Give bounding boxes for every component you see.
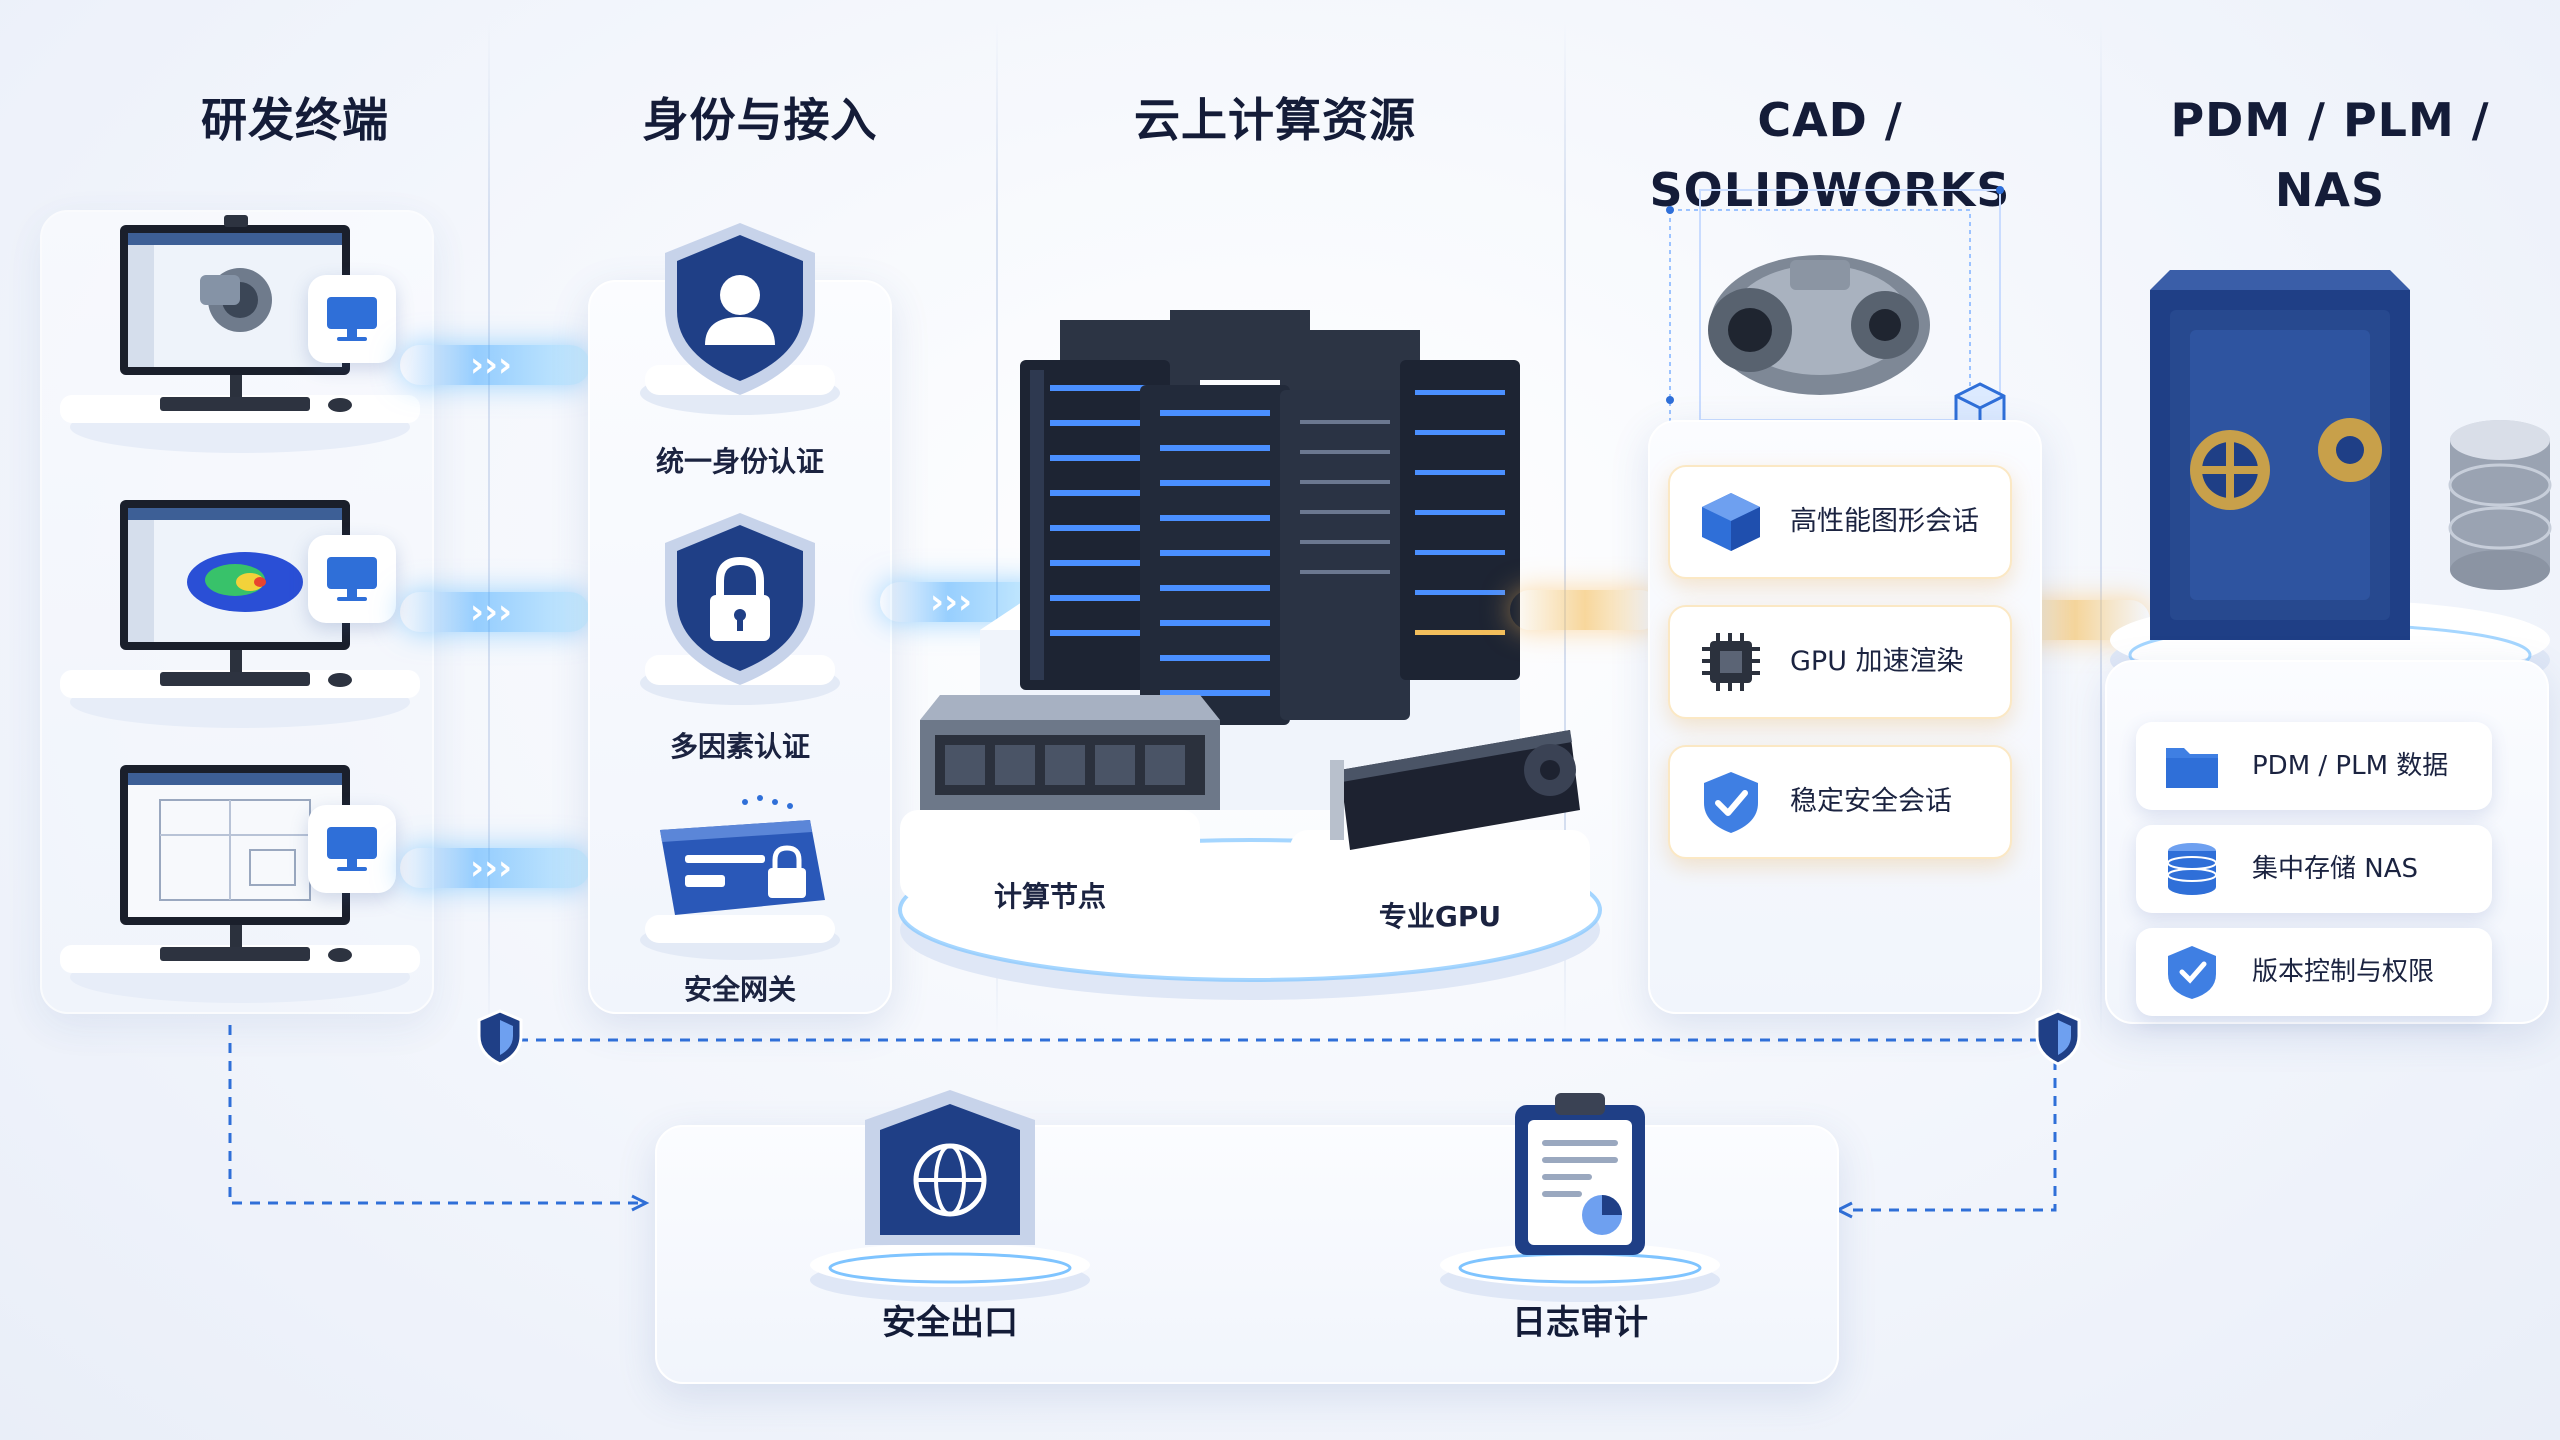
column-title-access: 身份与接入 [642, 93, 878, 147]
flow-compute-to-cad [1510, 590, 1660, 630]
lock-shield-icon [640, 513, 840, 705]
compute-node-label: 计算节点 [993, 880, 1106, 913]
workstation-2-graphic [60, 500, 420, 728]
folder-icon [2166, 748, 2218, 788]
terminal-workstation-3[interactable] [50, 755, 440, 1005]
workstation-1-graphic [60, 215, 420, 453]
data-item-nas-label: 集中存储 NAS [2252, 854, 2419, 884]
cad-model-viewer[interactable] [1640, 180, 2020, 460]
security-gateway-item[interactable]: 安全网关 [600, 790, 880, 1020]
cube-icon [1702, 493, 1760, 551]
monitor-icon [327, 557, 377, 601]
mfa-label: 多因素认证 [669, 730, 810, 763]
identity-auth-item[interactable]: 统一身份认证 [600, 215, 880, 485]
compute-cluster[interactable]: 计算节点 专业GPU [860, 290, 1640, 1010]
gpu-label: 专业GPU [1378, 900, 1502, 933]
data-item-version-control-label: 版本控制与权限 [2252, 957, 2435, 987]
shield-marker-icon [477, 1009, 523, 1066]
column-separator-4 [2100, 20, 2102, 1040]
data-item-pdm-plm[interactable]: PDM / PLM 数据 [2136, 722, 2492, 810]
globe-shield-icon [810, 1090, 1090, 1302]
terminal-3-monitor-tile [308, 805, 396, 893]
secure-egress-item[interactable]: 安全出口 [790, 1080, 1110, 1370]
log-audit-label: 日志审计 [1512, 1303, 1648, 1343]
terminal-workstation-2[interactable] [50, 490, 440, 730]
feature-graphics-session-label: 高性能图形会话 [1790, 506, 1979, 537]
check-shield-icon [1704, 772, 1758, 833]
secure-egress-label: 安全出口 [882, 1303, 1018, 1343]
terminal-2-monitor-tile [308, 535, 396, 623]
chevron-right-icon: ››› [930, 582, 973, 622]
gateway-lock-icon [640, 795, 840, 960]
shield-marker-icon [2035, 1009, 2081, 1066]
feature-gpu-render[interactable]: GPU 加速渲染 [1668, 605, 2012, 719]
chevron-right-icon: ››› [470, 848, 513, 888]
monitor-icon [327, 827, 377, 871]
terminal-workstation-1[interactable] [50, 215, 440, 455]
flow-terminal-2-to-mfa [400, 592, 590, 632]
terminal-1-monitor-tile [308, 275, 396, 363]
security-gateway-label: 安全网关 [683, 973, 796, 1006]
mfa-item[interactable]: 多因素认证 [600, 505, 880, 770]
database-icon [2167, 843, 2217, 895]
column-title-data: PDM / PLM / NAS [2170, 93, 2490, 217]
chip-icon [1702, 633, 1760, 691]
feature-gpu-render-label: GPU 加速渲染 [1790, 646, 1964, 677]
data-item-nas[interactable]: 集中存储 NAS [2136, 825, 2492, 913]
monitor-icon [327, 297, 377, 341]
column-separator-3 [1564, 20, 1566, 1040]
column-separator-2 [996, 20, 998, 1040]
identity-auth-label: 统一身份认证 [655, 445, 824, 478]
feature-secure-session[interactable]: 稳定安全会话 [1668, 745, 2012, 859]
column-title-compute: 云上计算资源 [1134, 93, 1416, 147]
log-audit-item[interactable]: 日志审计 [1420, 1075, 1740, 1370]
shield-icon [2168, 946, 2216, 999]
user-shield-icon [640, 223, 840, 415]
chevron-right-icon: ››› [470, 592, 513, 632]
data-item-pdm-plm-label: PDM / PLM 数据 [2252, 751, 2449, 781]
compute-platform-graphic [898, 310, 1602, 1000]
chevron-right-icon: ››› [470, 345, 513, 385]
column-separator-1 [488, 20, 490, 1040]
feature-secure-session-label: 稳定安全会话 [1790, 786, 1952, 817]
flow-terminal-3-to-gateway [400, 848, 590, 888]
data-item-version-control[interactable]: 版本控制与权限 [2136, 928, 2492, 1016]
clipboard-report-icon [1440, 1093, 1720, 1302]
feature-graphics-session[interactable]: 高性能图形会话 [1668, 465, 2012, 579]
flow-terminal-1-to-identity [400, 345, 590, 385]
cad-gearbox-graphic [1666, 186, 2004, 441]
workstation-3-graphic [60, 765, 420, 1003]
column-title-terminals: 研发终端 [201, 93, 389, 147]
